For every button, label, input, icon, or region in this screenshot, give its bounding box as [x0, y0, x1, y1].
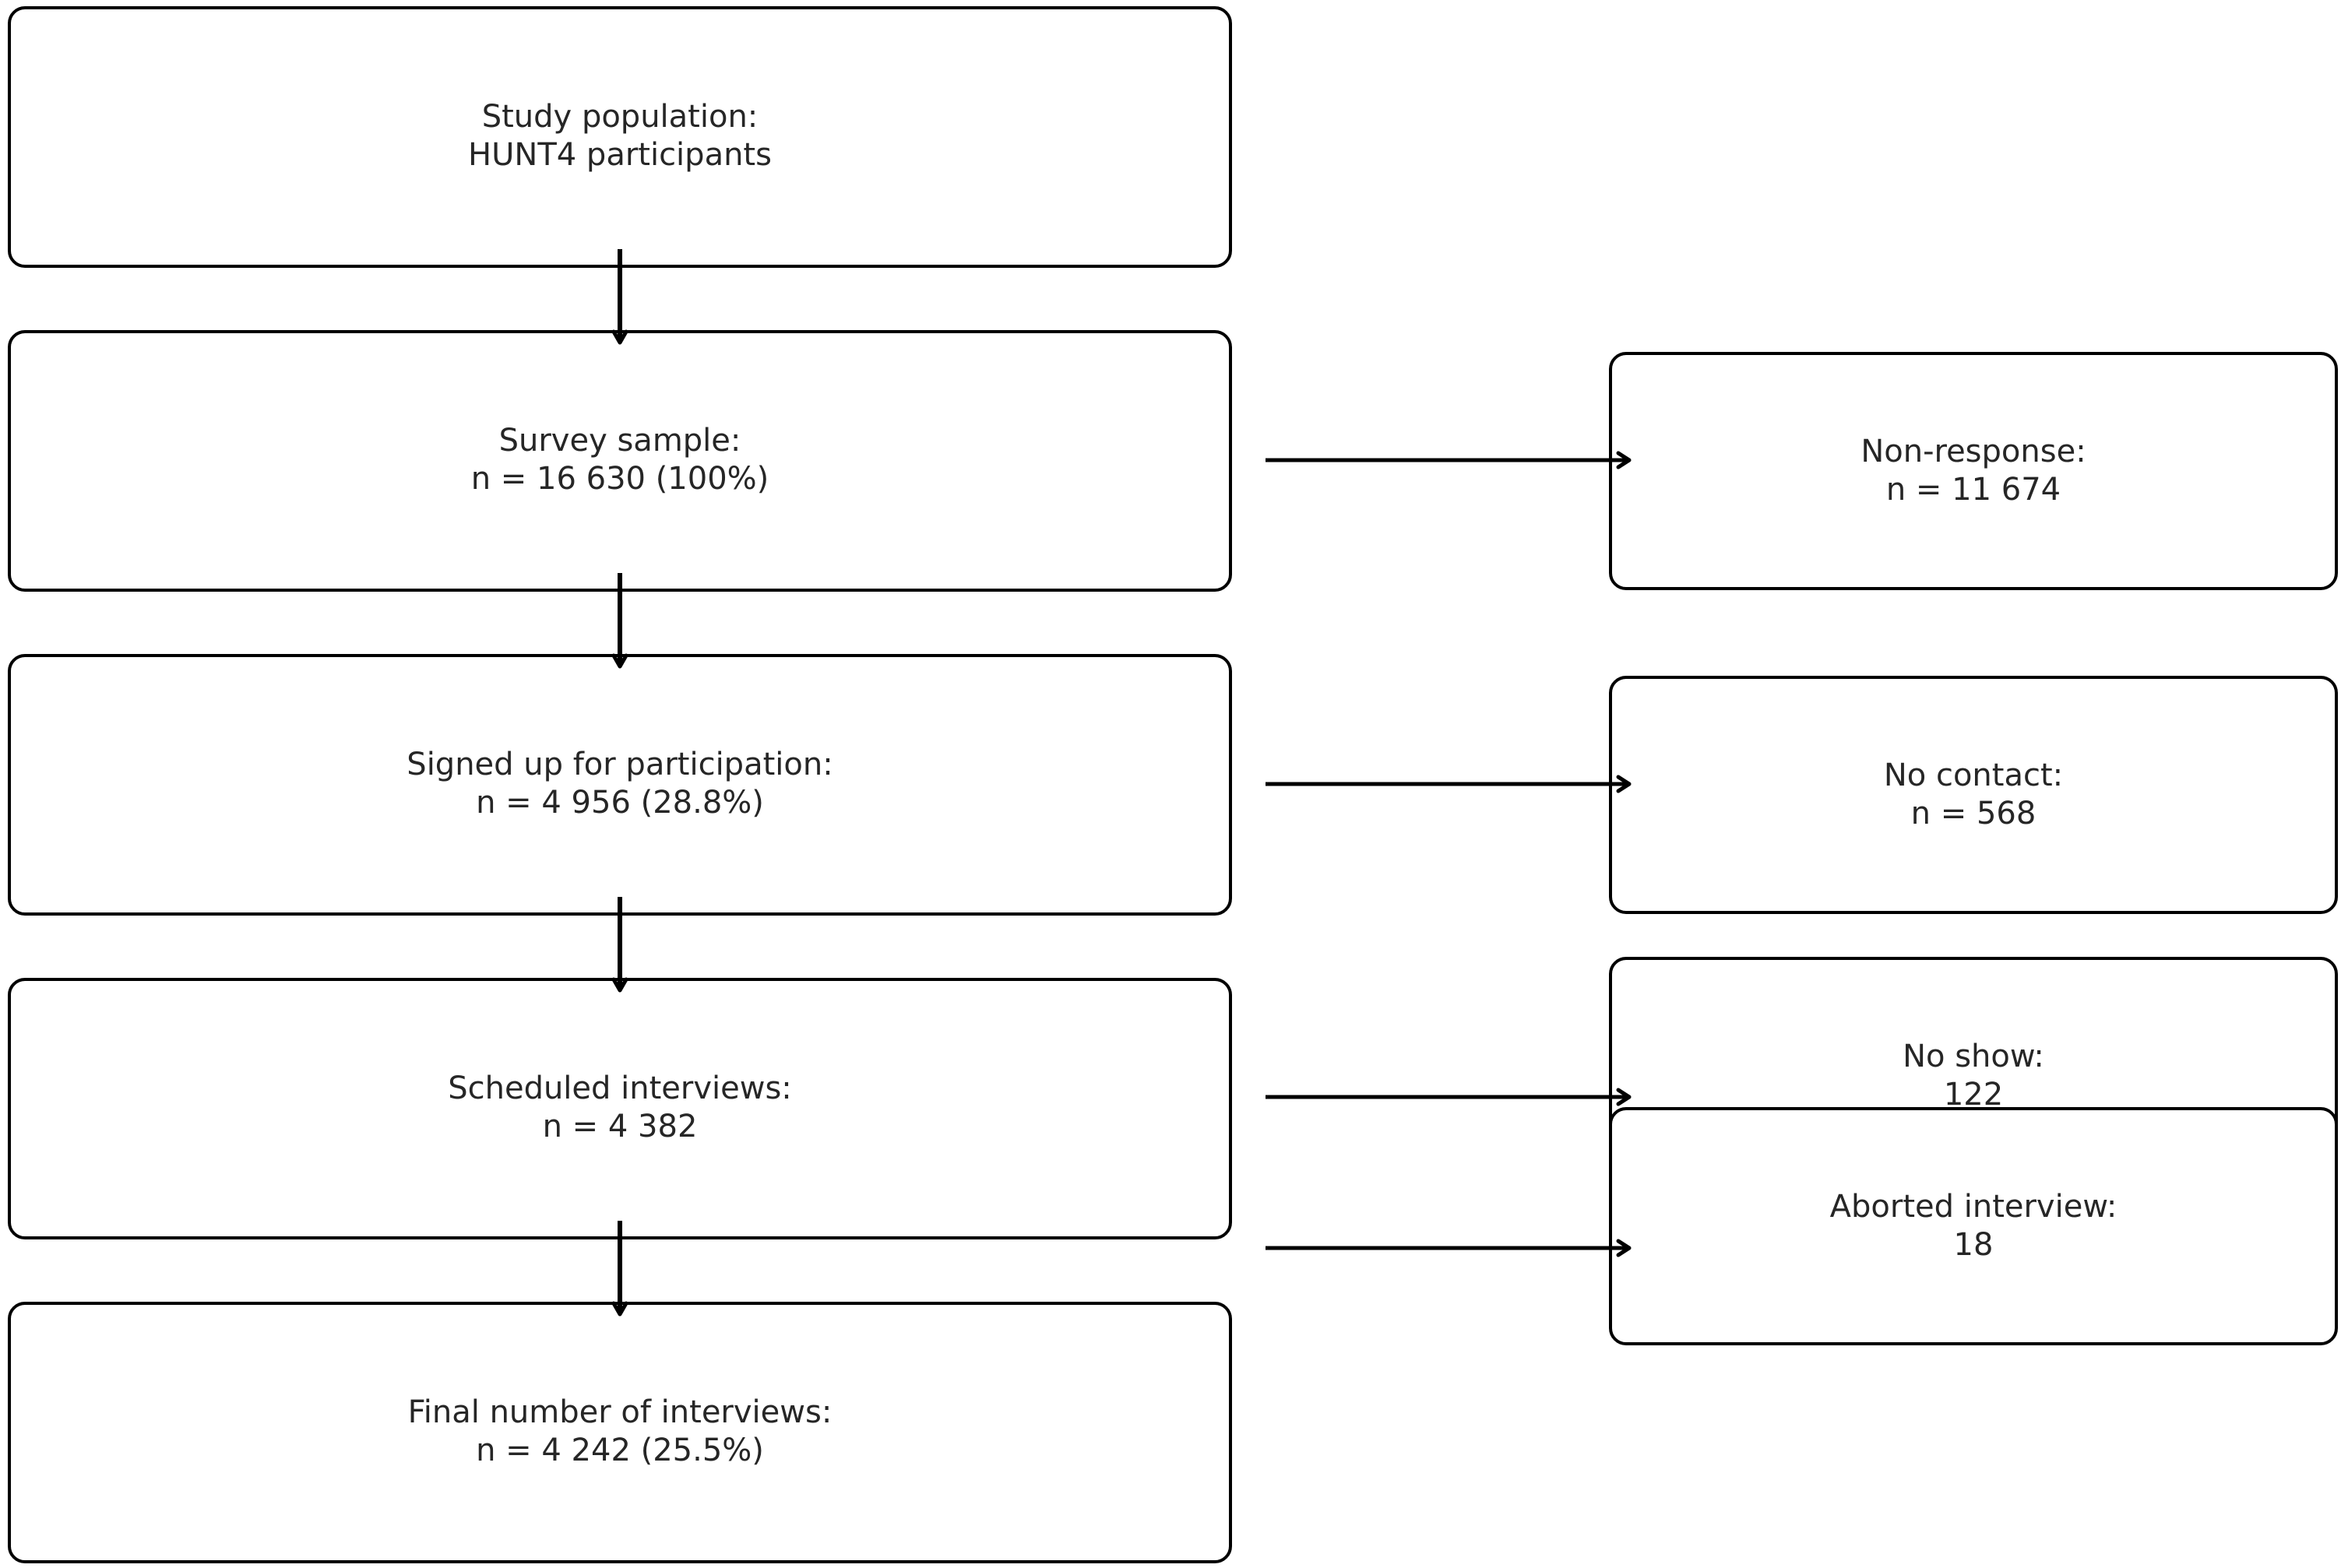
right-arrow-no-show — [1266, 1088, 1632, 1106]
main-box-line2: n = 4 242 (25.5%) — [476, 1433, 764, 1468]
main-box-survey-sample: Survey sample: n = 16 630 (100%) — [8, 330, 1232, 592]
main-box-line1: Signed up for participation: — [407, 747, 833, 782]
exclusion-box-no-contact: No contact: n = 568 — [1609, 676, 2338, 914]
right-arrow-non-response — [1266, 451, 1632, 469]
main-box-line1: Final number of interviews: — [408, 1394, 833, 1430]
main-box-scheduled-interviews: Scheduled interviews: n = 4 382 — [8, 978, 1232, 1239]
main-box-final-interviews: Final number of interviews: n = 4 242 (2… — [8, 1302, 1232, 1563]
exclusion-box-aborted-interview: Aborted interview: 18 — [1609, 1107, 2338, 1345]
exclusion-box-line1: Non-response: — [1860, 434, 2086, 469]
main-box-line2: n = 16 630 (100%) — [471, 461, 769, 497]
right-arrow-aborted-interview — [1266, 1239, 1632, 1257]
main-box-line1: Survey sample: — [499, 423, 741, 459]
main-box-signed-up: Signed up for participation: n = 4 956 (… — [8, 654, 1232, 916]
exclusion-box-line2: 122 — [1944, 1077, 2003, 1113]
main-box-line1: Study population: — [482, 99, 759, 135]
main-box-study-population: Study population: HUNT4 participants — [8, 6, 1232, 268]
down-arrow-4 — [611, 1221, 628, 1317]
exclusion-box-non-response: Non-response: n = 11 674 — [1609, 352, 2338, 590]
main-box-line2: HUNT4 participants — [468, 137, 772, 173]
down-arrow-2 — [611, 573, 628, 669]
main-box-line2: n = 4 956 (28.8%) — [476, 785, 764, 821]
main-box-line1: Scheduled interviews: — [448, 1071, 792, 1106]
right-arrow-no-contact — [1266, 775, 1632, 793]
down-arrow-3 — [611, 897, 628, 993]
down-arrow-1 — [611, 249, 628, 345]
exclusion-box-line1: No contact: — [1884, 758, 2063, 793]
main-box-line2: n = 4 382 — [543, 1109, 698, 1144]
exclusion-box-line2: n = 11 674 — [1886, 472, 2061, 508]
exclusion-box-line2: 18 — [1954, 1227, 1994, 1263]
exclusion-box-line1: Aborted interview: — [1830, 1189, 2117, 1225]
exclusion-box-line1: No show: — [1903, 1039, 2044, 1074]
exclusion-box-line2: n = 568 — [1911, 796, 2036, 831]
